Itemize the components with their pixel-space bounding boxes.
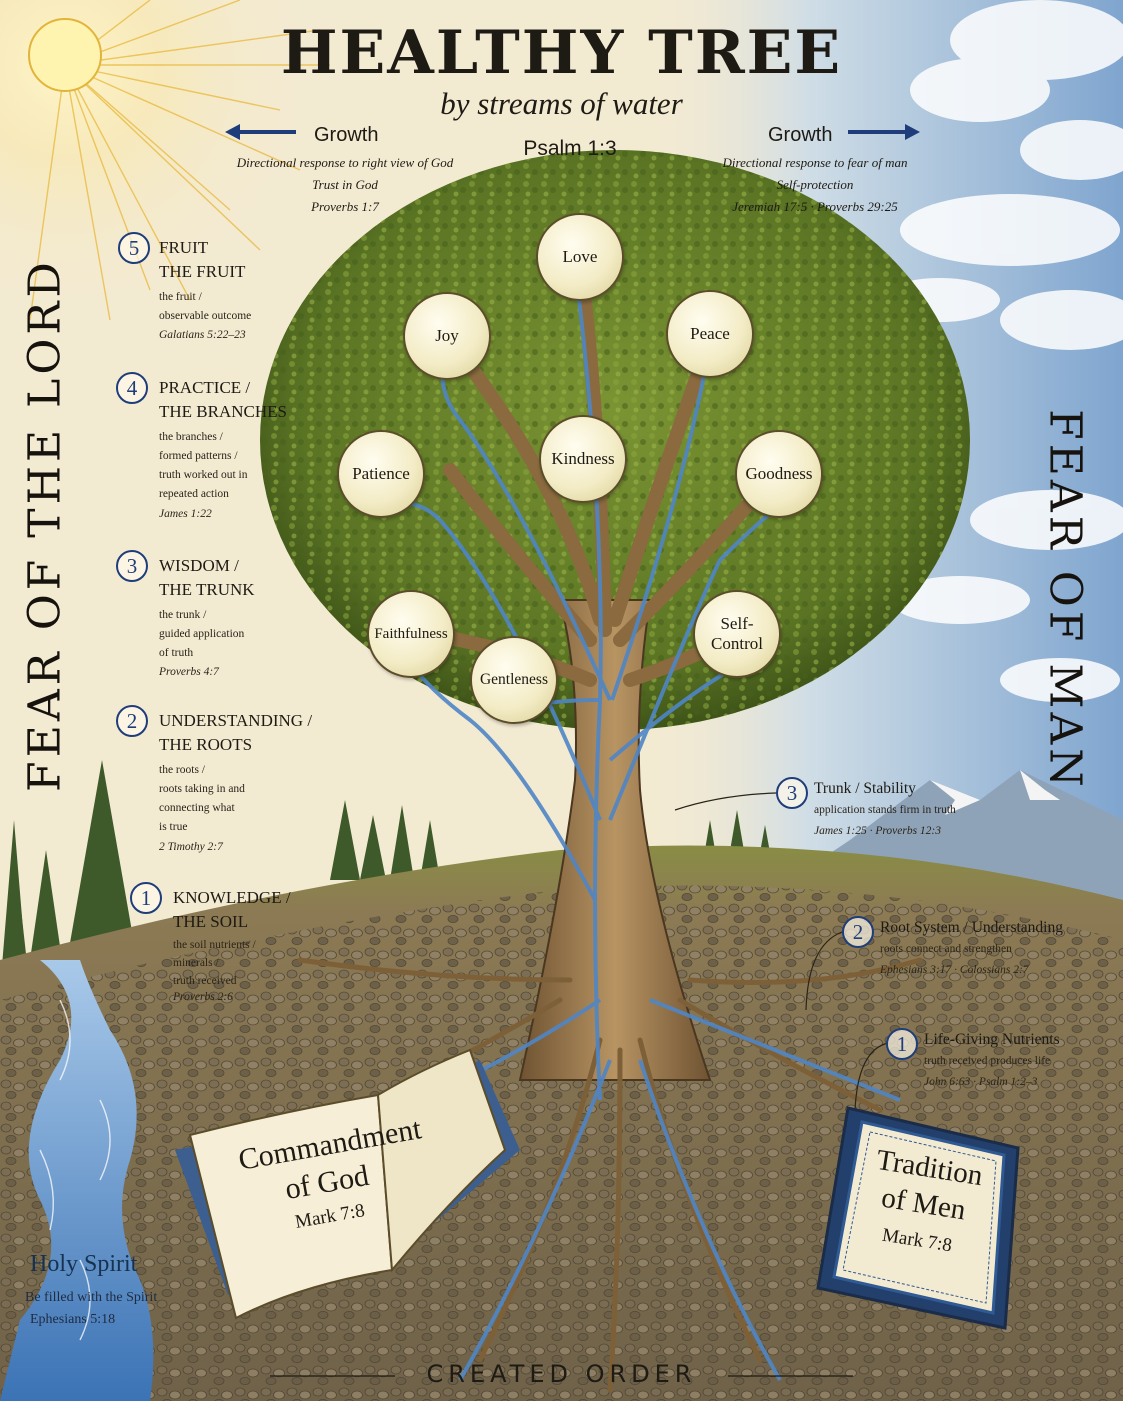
fruit-goodness: Goodness — [735, 430, 823, 518]
footer: CREATED ORDER — [0, 1360, 1123, 1388]
stage-desc-line: the soil nutrients / — [173, 939, 256, 951]
stage-desc-line: guided application — [159, 628, 245, 640]
stage-reference: Proverbs 2:6 — [173, 991, 233, 1003]
stage-desc-line: repeated action — [159, 488, 229, 500]
growth-left-reference: Proverbs 1:7 — [311, 199, 379, 214]
stage-reference: 2 Timothy 2:7 — [159, 841, 223, 853]
stage-desc-line: truth received — [173, 975, 237, 987]
stage-number-badge: 1 — [130, 882, 162, 914]
callout-desc: roots connect and strengthen — [880, 943, 1012, 955]
callout-number-badge: 3 — [776, 777, 808, 809]
fruit-label: Self-Control — [711, 614, 763, 653]
fruit-label: Faithfulness — [374, 625, 448, 642]
fear-of-man-title: FEAR OF MAN — [1039, 409, 1091, 791]
callout-title: Root System / Understanding — [880, 919, 1063, 936]
growth-left-heading: Growth — [314, 124, 379, 146]
callout-desc: truth received produces life — [924, 1055, 1051, 1067]
fruit-gentleness: Gentleness — [470, 636, 558, 724]
stage-desc-line: formed patterns / — [159, 450, 238, 462]
stage-title-line1: UNDERSTANDING / — [159, 711, 313, 730]
left-arrow-icon — [225, 124, 296, 140]
stage-title-line1: FRUIT — [159, 238, 209, 257]
stage-number-badge: 2 — [116, 705, 148, 737]
callout-reference: Ephesians 3:17 · Colossians 2:7 — [880, 964, 1029, 976]
psalm-reference: Psalm 1:3 — [523, 137, 617, 160]
stage-title-line1: KNOWLEDGE / — [173, 888, 291, 907]
fruit-joy: Joy — [403, 292, 491, 380]
growth-left-line1: Directional response to right view of Go… — [236, 155, 454, 170]
stage-title-line2: THE SOIL — [173, 912, 249, 931]
stage-reference: Proverbs 4:7 — [159, 666, 219, 678]
stage-desc-line: is true — [159, 821, 188, 833]
growth-left-line2: Trust in God — [312, 177, 378, 192]
stage-title-line2: THE TRUNK — [159, 580, 255, 599]
tradition-book-shape — [816, 1106, 1020, 1330]
stage-desc-line: connecting what — [159, 802, 235, 814]
right-arrow-icon — [848, 124, 920, 140]
stage-number-badge: 4 — [116, 372, 148, 404]
stage-title-line2: THE BRANCHES — [159, 402, 287, 421]
stage-desc-line: roots taking in and — [159, 783, 245, 795]
holy-spirit-title: Holy Spirit — [30, 1251, 138, 1277]
stage-title-line1: PRACTICE / — [159, 378, 251, 397]
fruit-label: Kindness — [551, 449, 615, 468]
commandment-book-shape — [175, 1048, 520, 1320]
fruit-peace: Peace — [666, 290, 754, 378]
fear-of-the-lord-title: FEAR OF THE LORD — [19, 258, 71, 792]
callout-title: Trunk / Stability — [814, 780, 916, 797]
growth-right-line2: Self-protection — [776, 177, 854, 192]
footer-brand: CREATED ORDER — [426, 1360, 697, 1388]
fruit-label: Gentleness — [479, 671, 548, 688]
fruit-patience: Patience — [337, 430, 425, 518]
fruit-label: Peace — [690, 324, 730, 343]
growth-right-heading: Growth — [768, 124, 833, 146]
growth-right-reference: Jeremiah 17:5 · Proverbs 29:25 — [732, 199, 898, 214]
stage-desc-line: truth worked out in — [159, 469, 248, 481]
growth-right-line1: Directional response to fear of man — [722, 155, 908, 170]
stage-reference: James 1:22 — [159, 508, 212, 520]
stage-title-line2: THE FRUIT — [159, 262, 246, 281]
page-subtitle: by streams of water — [440, 86, 683, 121]
fruit-label: Love — [562, 247, 598, 266]
fruit-label: Goodness — [745, 464, 813, 483]
stage-title-line2: THE ROOTS — [159, 735, 253, 754]
stage-desc-line: the roots / — [159, 764, 205, 776]
holy-spirit-line: Be filled with the Spirit — [25, 1290, 158, 1305]
page-title: HEALTHY TREE — [280, 18, 843, 88]
stage-desc-line: observable outcome — [159, 310, 252, 322]
stage-number-badge: 5 — [118, 232, 150, 264]
fruit-kindness: Kindness — [539, 415, 627, 503]
stage-desc-line: minerals / — [173, 957, 219, 969]
fruit-faithfulness: Faithfulness — [367, 590, 455, 678]
callout-number-badge: 2 — [842, 916, 874, 948]
callout-reference: James 1:25 · Proverbs 12:3 — [814, 825, 942, 837]
callout-desc: application stands firm in truth — [814, 804, 956, 816]
stage-desc-line: the fruit / — [159, 291, 202, 303]
fruit-label: Joy — [435, 326, 459, 345]
stage-desc-line: the trunk / — [159, 609, 207, 621]
stage-title-line1: WISDOM / — [159, 556, 239, 575]
fruit-self-control: Self-Control — [693, 590, 781, 678]
callout-number-badge: 1 — [886, 1028, 918, 1060]
stage-desc-line: of truth — [159, 647, 194, 659]
stage-desc-line: the branches / — [159, 431, 223, 443]
fruit-love: Love — [536, 213, 624, 301]
stage-reference: Galatians 5:22–23 — [159, 329, 246, 341]
holy-spirit-reference: Ephesians 5:18 — [30, 1312, 116, 1327]
callout-reference: John 6:63 · Psalm 1:2–3 — [924, 1076, 1038, 1088]
callout-title: Life-Giving Nutrients — [924, 1031, 1060, 1048]
stage-number-badge: 3 — [116, 550, 148, 582]
fruit-label: Patience — [352, 464, 410, 483]
